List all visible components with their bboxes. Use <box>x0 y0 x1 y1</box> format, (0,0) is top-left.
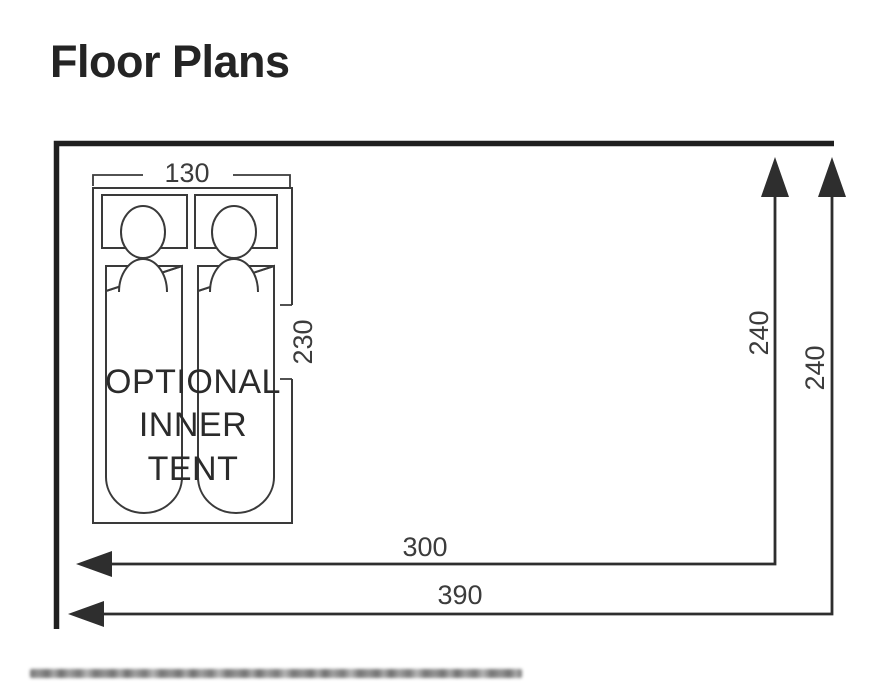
dimension-arrowheads <box>68 157 846 627</box>
dim-line-300-240 <box>112 197 777 566</box>
page-title: Floor Plans <box>50 36 290 87</box>
sleeper-torso-right <box>209 258 259 293</box>
cropped-text-artifact <box>30 669 522 678</box>
inner-depth-gap-ticks <box>280 304 292 380</box>
sleeper-torso-left <box>118 258 168 293</box>
dim-label-130: 130 <box>164 158 209 188</box>
inner-tent-label-line1: OPTIONAL <box>105 363 281 401</box>
dim-line-390-240 <box>104 197 834 616</box>
dimension-lines-group <box>68 157 846 627</box>
arrowhead-left-outer <box>68 601 104 627</box>
arrowhead-up-inner <box>761 157 789 197</box>
dimension-lines <box>104 197 834 616</box>
sleeper-head-left <box>120 205 166 259</box>
dim-label-230: 230 <box>288 319 318 364</box>
sleeping-bag-right <box>197 264 275 514</box>
tent-outline-group <box>53 140 834 629</box>
inner-tent-label-line2: INNER <box>139 406 247 444</box>
sleeper-head-right <box>211 205 257 259</box>
tent-outline <box>53 140 834 629</box>
dim-label-240-inner: 240 <box>744 310 774 355</box>
inner-tent-rectangle <box>92 187 293 524</box>
dimension-labels-group: 130 230 240 240 300 390 <box>164 158 830 610</box>
inner-tent-label: OPTIONAL INNER TENT <box>105 363 281 488</box>
sleeping-bag-left <box>105 264 183 514</box>
arrowhead-left-inner <box>76 551 112 577</box>
inner-tent-label-line3: TENT <box>148 450 239 488</box>
inner-tent-group <box>92 174 293 524</box>
arrowhead-up-outer <box>818 157 846 197</box>
dim-label-240-outer: 240 <box>800 345 830 390</box>
dim-label-300: 300 <box>402 532 447 562</box>
inner-width-bracket <box>92 174 291 189</box>
dim-label-390: 390 <box>437 580 482 610</box>
